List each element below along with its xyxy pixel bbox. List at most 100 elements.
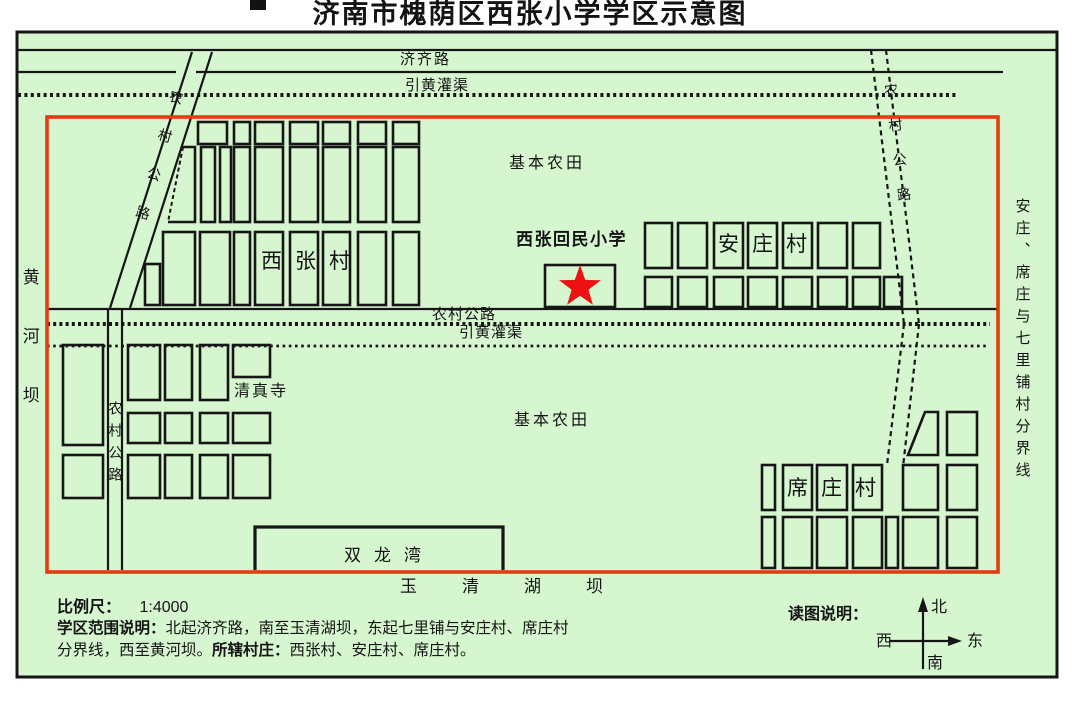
- yuqinghu-dam-label: 玉清湖坝: [400, 577, 648, 596]
- building-block: [851, 515, 884, 570]
- xizhang-village-buildings: [143, 120, 421, 307]
- shuanglongwan-label: 双龙湾: [344, 546, 434, 565]
- rural-road-left-vertical-label: 农村公路: [107, 401, 124, 489]
- xizhuang-village-label: 席庄村: [787, 477, 889, 500]
- building-block: [163, 411, 194, 445]
- building-block: [815, 463, 849, 512]
- building-block: [391, 230, 421, 307]
- building-block: [196, 120, 229, 146]
- building-block: [851, 221, 882, 270]
- building-block: [232, 230, 252, 307]
- building-block: [781, 221, 814, 270]
- building-block: [356, 230, 388, 307]
- map-title: 济南市槐荫区西张小学学区示意图: [312, 0, 748, 29]
- scale-row: 比例尺： 1:4000: [57, 599, 188, 617]
- shuanglongwan-outline: [253, 525, 505, 570]
- building-block: [232, 120, 252, 146]
- scale-value: 1:4000: [139, 599, 189, 616]
- building-block: [781, 515, 814, 570]
- compass-north-label: 北: [931, 599, 948, 616]
- left-vertical-road: [106, 310, 124, 570]
- building-block: [253, 230, 285, 307]
- building-block: [356, 145, 388, 224]
- building-block: [781, 275, 814, 309]
- range-text-1: 北起济齐路，南至玉清湖坝，东起七里铺与安庄村、席庄村: [165, 620, 569, 637]
- building-block: [198, 343, 230, 402]
- anzhuang-village-buildings: [643, 221, 904, 309]
- building-block: [356, 120, 388, 146]
- right-diagonal-road: [869, 49, 921, 468]
- building-block: [760, 463, 777, 512]
- building-block: [163, 343, 194, 402]
- building-block: [781, 463, 814, 512]
- building-block: [218, 145, 233, 224]
- building-block: [945, 463, 979, 512]
- mosque-label: 清真寺: [234, 383, 289, 400]
- scan-mark: [250, 0, 266, 10]
- school-star-icon: [559, 265, 601, 305]
- left-diagonal-road: [108, 51, 214, 309]
- compass-icon: [889, 597, 962, 669]
- building-block: [161, 230, 197, 307]
- building-block: [126, 453, 162, 500]
- jiqi-road-label: 济齐路: [400, 51, 452, 68]
- xizhuang-village-buildings: [760, 410, 979, 570]
- building-block: [321, 145, 352, 224]
- compass-north-arrow: [918, 597, 928, 612]
- building-block: [232, 145, 252, 224]
- building-block: [712, 275, 745, 309]
- building-block: [288, 230, 320, 307]
- building-block: [199, 145, 217, 224]
- building-block: [676, 221, 709, 270]
- building-block: [851, 275, 882, 309]
- building-block: [760, 515, 777, 570]
- building-block: [198, 411, 230, 445]
- farmland-north-label: 基本农田: [509, 155, 586, 172]
- range-line-1: 学区范围说明：北起济齐路，南至玉清湖坝，东起七里铺与安庄村、席庄村: [57, 620, 569, 637]
- farmland-south-label: 基本农田: [514, 412, 591, 429]
- building-block: [61, 453, 105, 500]
- building-block: [391, 145, 421, 224]
- building-block: [851, 463, 884, 512]
- building-block: [321, 230, 352, 307]
- compass-legend-label: 读图说明：: [788, 606, 869, 623]
- building-block: [945, 515, 979, 570]
- xizhang-village-label: 西张村: [261, 250, 363, 273]
- compass-west-label: 西: [876, 633, 893, 650]
- building-block: [901, 463, 940, 512]
- anzhuang-village-label: 安庄村: [718, 233, 820, 256]
- building-block: [126, 343, 162, 402]
- building-block: [253, 145, 285, 224]
- villages-value: 西张村、安庄村、席庄村。: [289, 642, 476, 659]
- map-frame: [15, 30, 1059, 679]
- rural-road-middle-label: 农村公路: [432, 306, 497, 323]
- jiqi-road-lines: [18, 48, 1056, 74]
- dashed-boundary-segment: [167, 146, 184, 223]
- building-block: [906, 410, 940, 457]
- building-block: [163, 453, 194, 500]
- range-line-2: 分界线，西至黄河坝。所辖村庄：西张村、安庄村、席庄村。: [57, 642, 476, 659]
- building-block: [901, 515, 940, 570]
- building-block: [231, 453, 272, 500]
- scale-label: 比例尺：: [57, 599, 122, 616]
- building-block: [676, 275, 709, 309]
- building-block: [288, 145, 320, 224]
- canal-north-label: 引黄灌渠: [405, 77, 470, 94]
- building-block: [945, 410, 979, 457]
- building-block: [643, 221, 674, 270]
- building-block: [884, 515, 900, 570]
- building-block: [746, 221, 779, 270]
- building-block: [321, 120, 352, 146]
- building-block: [168, 145, 197, 224]
- building-block: [288, 120, 320, 146]
- building-block: [816, 275, 849, 309]
- building-block: [712, 221, 745, 270]
- building-block: [143, 262, 162, 307]
- building-block: [815, 515, 849, 570]
- canal-middle-label: 引黄灌渠: [459, 324, 524, 341]
- range-text-2: 分界线，西至黄河坝。: [57, 642, 213, 659]
- building-block: [198, 453, 230, 500]
- building-block: [882, 275, 904, 309]
- building-block: [643, 275, 674, 309]
